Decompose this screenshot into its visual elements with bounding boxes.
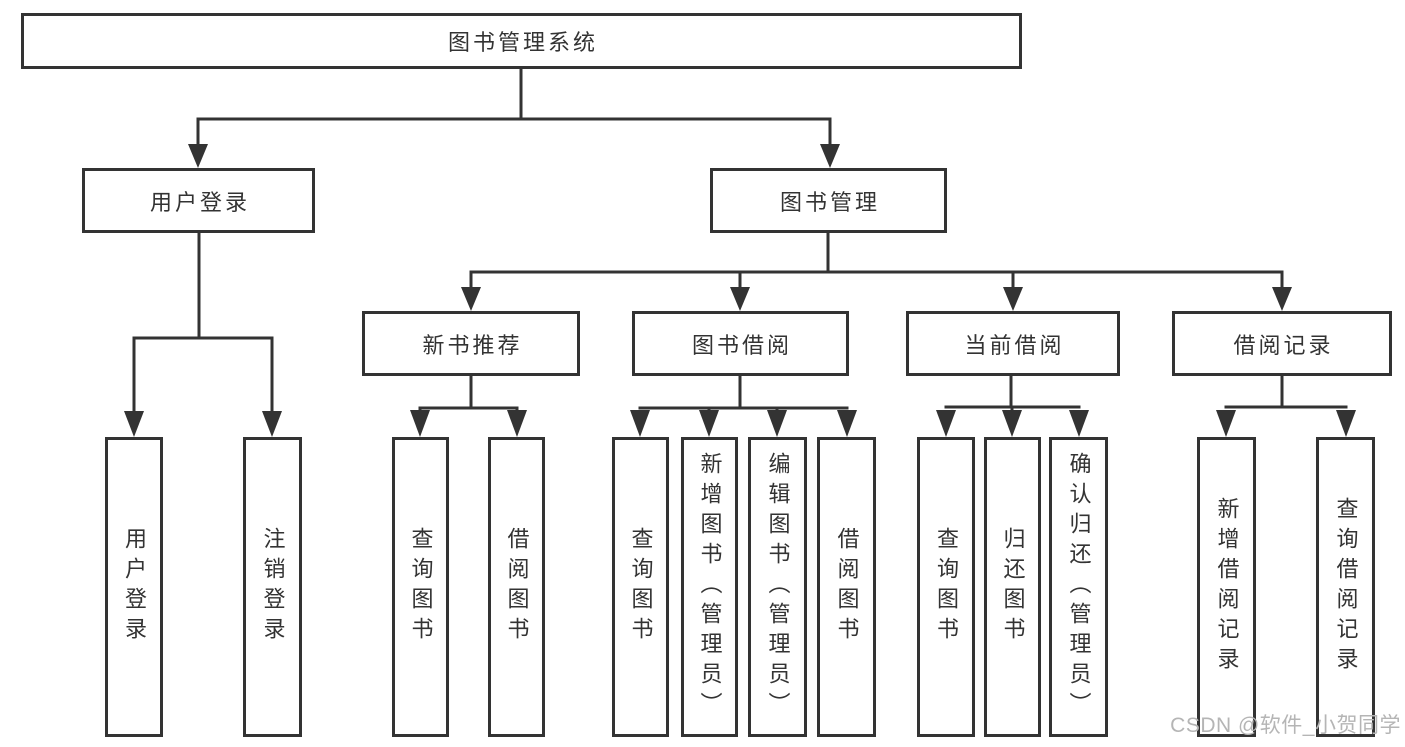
arrowhead <box>936 410 956 437</box>
arrowhead <box>1336 410 1356 437</box>
node-borrow-records-label: 借阅记录 <box>1233 332 1334 358</box>
connector-current-to-leaves <box>944 373 1081 414</box>
node-book-borrow-label: 图书借阅 <box>691 332 792 358</box>
arrowhead <box>699 410 719 437</box>
leaf-query-books-current-label: 查询图书 <box>934 527 959 647</box>
connector-newbook-to-leaves <box>418 374 519 414</box>
node-book-borrow: 图书借阅 <box>632 311 849 376</box>
connector-records-to-leaves <box>1224 373 1348 409</box>
leaf-query-books-borrow: 查询图书 <box>612 437 669 737</box>
arrowhead <box>262 411 282 437</box>
leaf-add-borrow-record-label: 新增借阅记录 <box>1214 497 1240 677</box>
node-new-book-recommend: 新书推荐 <box>362 311 580 376</box>
arrowhead <box>1216 410 1236 437</box>
leaf-query-books-newbook-label: 查询图书 <box>408 527 434 647</box>
leaf-borrow-books-newbook: 借阅图书 <box>488 437 545 737</box>
connector-userlogin-to-leaves <box>132 230 274 415</box>
connector-bookmgmt-to-level3 <box>469 230 1284 291</box>
arrowhead <box>767 410 787 437</box>
leaf-logout-label: 注销登录 <box>260 527 286 647</box>
leaf-confirm-return-admin-label: 确认归还（管理员） <box>1066 452 1092 722</box>
leaf-add-book-admin-label: 新增图书（管理员） <box>697 452 723 722</box>
connector-root-to-level2 <box>196 66 832 148</box>
arrowhead <box>507 410 527 437</box>
arrowhead <box>1069 410 1089 437</box>
arrowhead <box>630 410 650 437</box>
node-user-login: 用户登录 <box>82 168 315 233</box>
leaf-logout: 注销登录 <box>243 437 302 737</box>
leaf-borrow-books-borrow: 借阅图书 <box>817 437 876 737</box>
arrowhead <box>410 410 430 437</box>
node-borrow-records: 借阅记录 <box>1172 311 1392 376</box>
arrowhead <box>1002 410 1022 437</box>
leaf-edit-book-admin: 编辑图书（管理员） <box>748 437 807 737</box>
node-user-login-label: 用户登录 <box>149 189 250 215</box>
leaf-query-books-newbook: 查询图书 <box>392 437 449 737</box>
leaf-confirm-return-admin: 确认归还（管理员） <box>1049 437 1108 737</box>
leaf-return-books: 归还图书 <box>984 437 1041 737</box>
connector-borrow-to-leaves <box>638 374 849 414</box>
node-current-borrow: 当前借阅 <box>906 311 1120 376</box>
leaf-return-books-label: 归还图书 <box>1000 527 1026 647</box>
leaf-query-borrow-record-label: 查询借阅记录 <box>1333 497 1359 677</box>
leaf-user-login-label: 用户登录 <box>122 527 147 647</box>
arrowhead <box>820 144 840 168</box>
leaf-user-login: 用户登录 <box>105 437 163 737</box>
node-book-management: 图书管理 <box>710 168 947 233</box>
node-root-label: 图书管理系统 <box>447 30 598 55</box>
arrowhead <box>188 144 208 168</box>
leaf-edit-book-admin-label: 编辑图书（管理员） <box>765 452 791 722</box>
node-new-book-recommend-label: 新书推荐 <box>422 332 523 358</box>
arrowhead <box>1272 287 1292 311</box>
leaf-query-books-current: 查询图书 <box>917 437 975 737</box>
leaf-add-book-admin: 新增图书（管理员） <box>681 437 738 737</box>
leaf-query-books-borrow-label: 查询图书 <box>628 527 654 647</box>
arrowhead <box>461 287 481 311</box>
node-book-management-label: 图书管理 <box>779 189 880 215</box>
arrowhead <box>730 287 750 311</box>
arrowhead <box>1003 287 1023 311</box>
leaf-add-borrow-record: 新增借阅记录 <box>1197 437 1256 737</box>
watermark: CSDN @软件_小贺同学 <box>1170 714 1401 737</box>
leaf-query-borrow-record: 查询借阅记录 <box>1316 437 1375 737</box>
node-current-borrow-label: 当前借阅 <box>964 332 1065 358</box>
leaf-borrow-books-newbook-label: 借阅图书 <box>504 527 530 647</box>
leaf-borrow-books-borrow-label: 借阅图书 <box>834 527 860 647</box>
arrowhead <box>837 410 857 437</box>
arrowhead <box>124 411 144 437</box>
node-root: 图书管理系统 <box>21 13 1022 69</box>
